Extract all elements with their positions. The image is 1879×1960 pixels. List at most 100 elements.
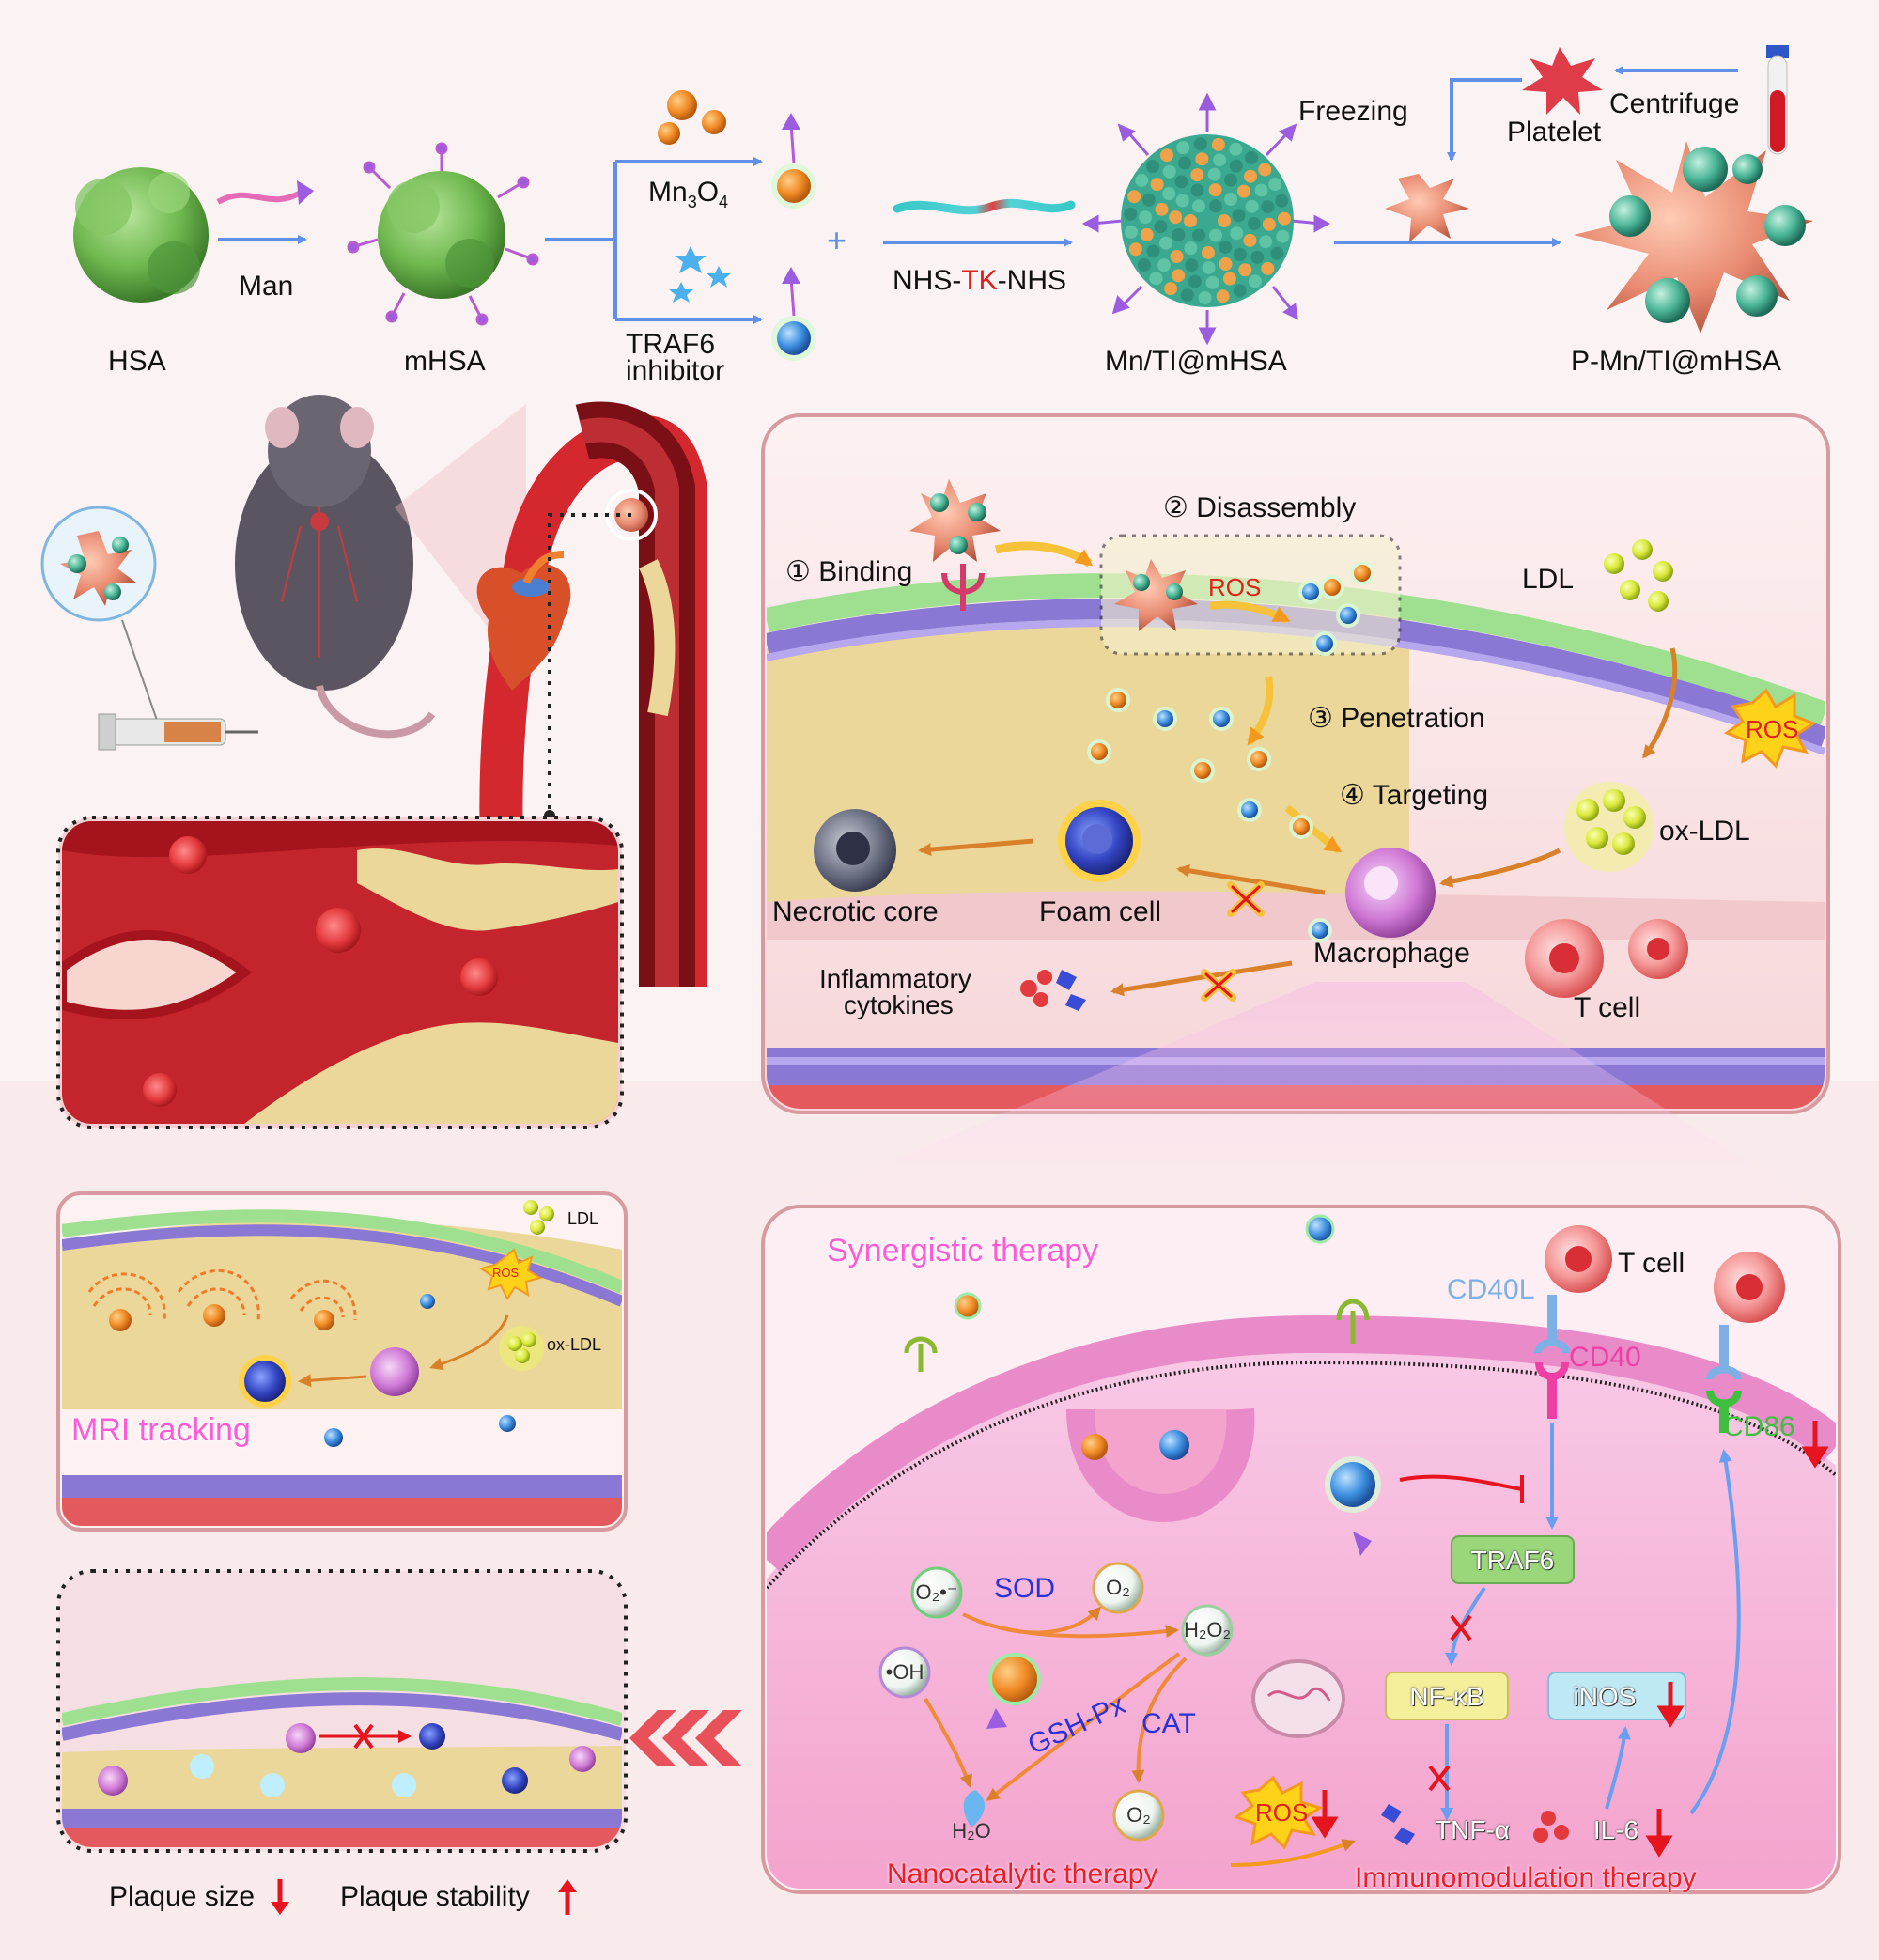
cluster-subunit <box>1170 249 1184 263</box>
cluster-subunit <box>1159 148 1173 163</box>
cluster-subunit <box>1150 178 1164 192</box>
superoxide-label: O₂•⁻ <box>915 1580 958 1604</box>
cluster-subunit <box>1202 260 1216 274</box>
plaque-size-label: Plaque size <box>109 1881 256 1912</box>
cluster-subunit <box>1270 246 1284 260</box>
mn3o4-sub2: 4 <box>719 193 729 211</box>
ti-nanoparticle <box>1340 607 1357 624</box>
aorta-illustration <box>476 401 707 987</box>
cluster-subunit <box>1169 210 1183 225</box>
cluster-subunit <box>1146 244 1160 258</box>
cluster-subunit <box>1250 250 1265 264</box>
t-cell-label: T cell <box>1574 992 1641 1023</box>
cluster-subunit <box>1172 227 1186 241</box>
cluster-subunit <box>1219 257 1233 272</box>
cluster-subunit <box>1275 194 1289 208</box>
cluster-subunit <box>1164 282 1178 296</box>
hsa-protein <box>73 167 209 303</box>
platelet-label: Platelet <box>1507 117 1602 148</box>
centrifuge-label: Centrifuge <box>1609 88 1740 119</box>
arrow-up-icon <box>558 1879 577 1915</box>
mri-ldl-label: LDL <box>567 1209 599 1228</box>
cluster-subunit <box>1192 228 1205 242</box>
ros-label: ROS <box>1208 573 1262 601</box>
cluster-subunit <box>1184 241 1198 256</box>
cluster-subunit <box>1137 258 1151 272</box>
therapy-ros-label: ROS <box>1255 1798 1309 1827</box>
nanocatalytic-title: Nanocatalytic therapy <box>887 1859 1158 1890</box>
mhsa-label: mHSA <box>404 346 486 377</box>
cluster-subunit <box>1127 190 1141 204</box>
cluster-subunit <box>1258 163 1272 177</box>
p-mn-ti-mhsa-label: P-Mn/TI@mHSA <box>1571 346 1781 377</box>
inflammatory-label-2: cytokines <box>844 990 954 1019</box>
cluster-subunit <box>1261 200 1275 214</box>
mn-nanoparticle <box>1091 743 1108 760</box>
nfkb-box: NF-κB <box>1409 1682 1484 1711</box>
arrow-down-icon <box>271 1879 289 1915</box>
cluster-subunit <box>1223 173 1237 187</box>
immunomodulation-title: Immunomodulation therapy <box>1355 1862 1697 1893</box>
ti-nanoparticle <box>771 267 816 361</box>
mn3o4-mid: O <box>696 177 720 208</box>
cluster-subunit <box>1268 178 1282 192</box>
mri-tracking-title: MRI tracking <box>71 1412 251 1448</box>
oxygen-label-2: O₂ <box>1126 1803 1151 1827</box>
p-mn-ti-mhsa <box>1574 141 1813 334</box>
ti-nanoparticle <box>1312 922 1328 939</box>
traf6-box: TRAF6 <box>1470 1546 1555 1575</box>
svg-text:+: + <box>827 221 846 259</box>
cluster-subunit <box>1209 199 1222 213</box>
cluster-subunit <box>1247 217 1261 231</box>
cluster-subunit <box>1248 274 1262 288</box>
cluster-subunit <box>1244 169 1258 183</box>
mri-ros-label: ROS <box>492 1266 520 1280</box>
h2o2-label: H₂O₂ <box>1183 1618 1232 1641</box>
outcome-panel <box>56 1569 628 1853</box>
cluster-subunit <box>1233 284 1247 298</box>
mn-nanoparticle <box>771 113 816 209</box>
il6-label: IL-6 <box>1592 1815 1639 1844</box>
water-label: H₂O <box>952 1819 991 1843</box>
binding-label: ① Binding <box>785 556 913 587</box>
cluster-subunit <box>1208 183 1222 197</box>
ros-badge-label: ROS <box>1746 715 1799 743</box>
cluster-subunit <box>1141 193 1156 207</box>
cluster-subunit <box>1162 164 1176 179</box>
cluster-subunit <box>1185 258 1199 272</box>
cluster-subunit <box>1261 261 1275 275</box>
cluster-subunit <box>1262 217 1276 231</box>
cluster-subunit <box>1124 225 1138 239</box>
linker-left: NHS- <box>893 265 962 296</box>
cd86-label: CD86 <box>1723 1411 1795 1442</box>
mn-nanoparticle <box>1354 565 1371 582</box>
cluster-subunit <box>1216 289 1230 303</box>
man-label: Man <box>239 271 294 302</box>
necrotic-core-label: Necrotic core <box>772 896 939 927</box>
cd40-label: CD40 <box>1569 1342 1641 1373</box>
cluster-subunit <box>1245 150 1259 164</box>
cluster-subunit <box>1195 152 1209 166</box>
cluster-subunit <box>1259 235 1273 249</box>
cluster-subunit <box>1178 156 1192 170</box>
cluster-subunit <box>1162 187 1176 201</box>
targeting-label: ④ Targeting <box>1340 780 1489 811</box>
cluster-subunit <box>1201 245 1215 259</box>
ti-nanoparticle <box>1241 801 1258 818</box>
cluster-subunit <box>1230 226 1244 241</box>
cluster-subunit <box>1238 263 1252 277</box>
cluster-subunit <box>1174 175 1188 189</box>
cluster-subunit <box>1180 288 1194 303</box>
cluster-subunit <box>1276 229 1290 243</box>
mn-nanoparticle <box>1110 692 1126 708</box>
ldl-label: LDL <box>1522 564 1575 595</box>
cluster-subunit <box>1243 233 1257 247</box>
synergistic-panel <box>761 1205 1841 1894</box>
cd40l-label: CD40L <box>1447 1274 1535 1305</box>
ti-nanoparticle <box>1316 635 1333 652</box>
hydroxyl-label: •OH <box>885 1660 924 1684</box>
penetration-label: ③ Penetration <box>1308 703 1485 734</box>
cluster-subunit <box>1209 228 1222 242</box>
